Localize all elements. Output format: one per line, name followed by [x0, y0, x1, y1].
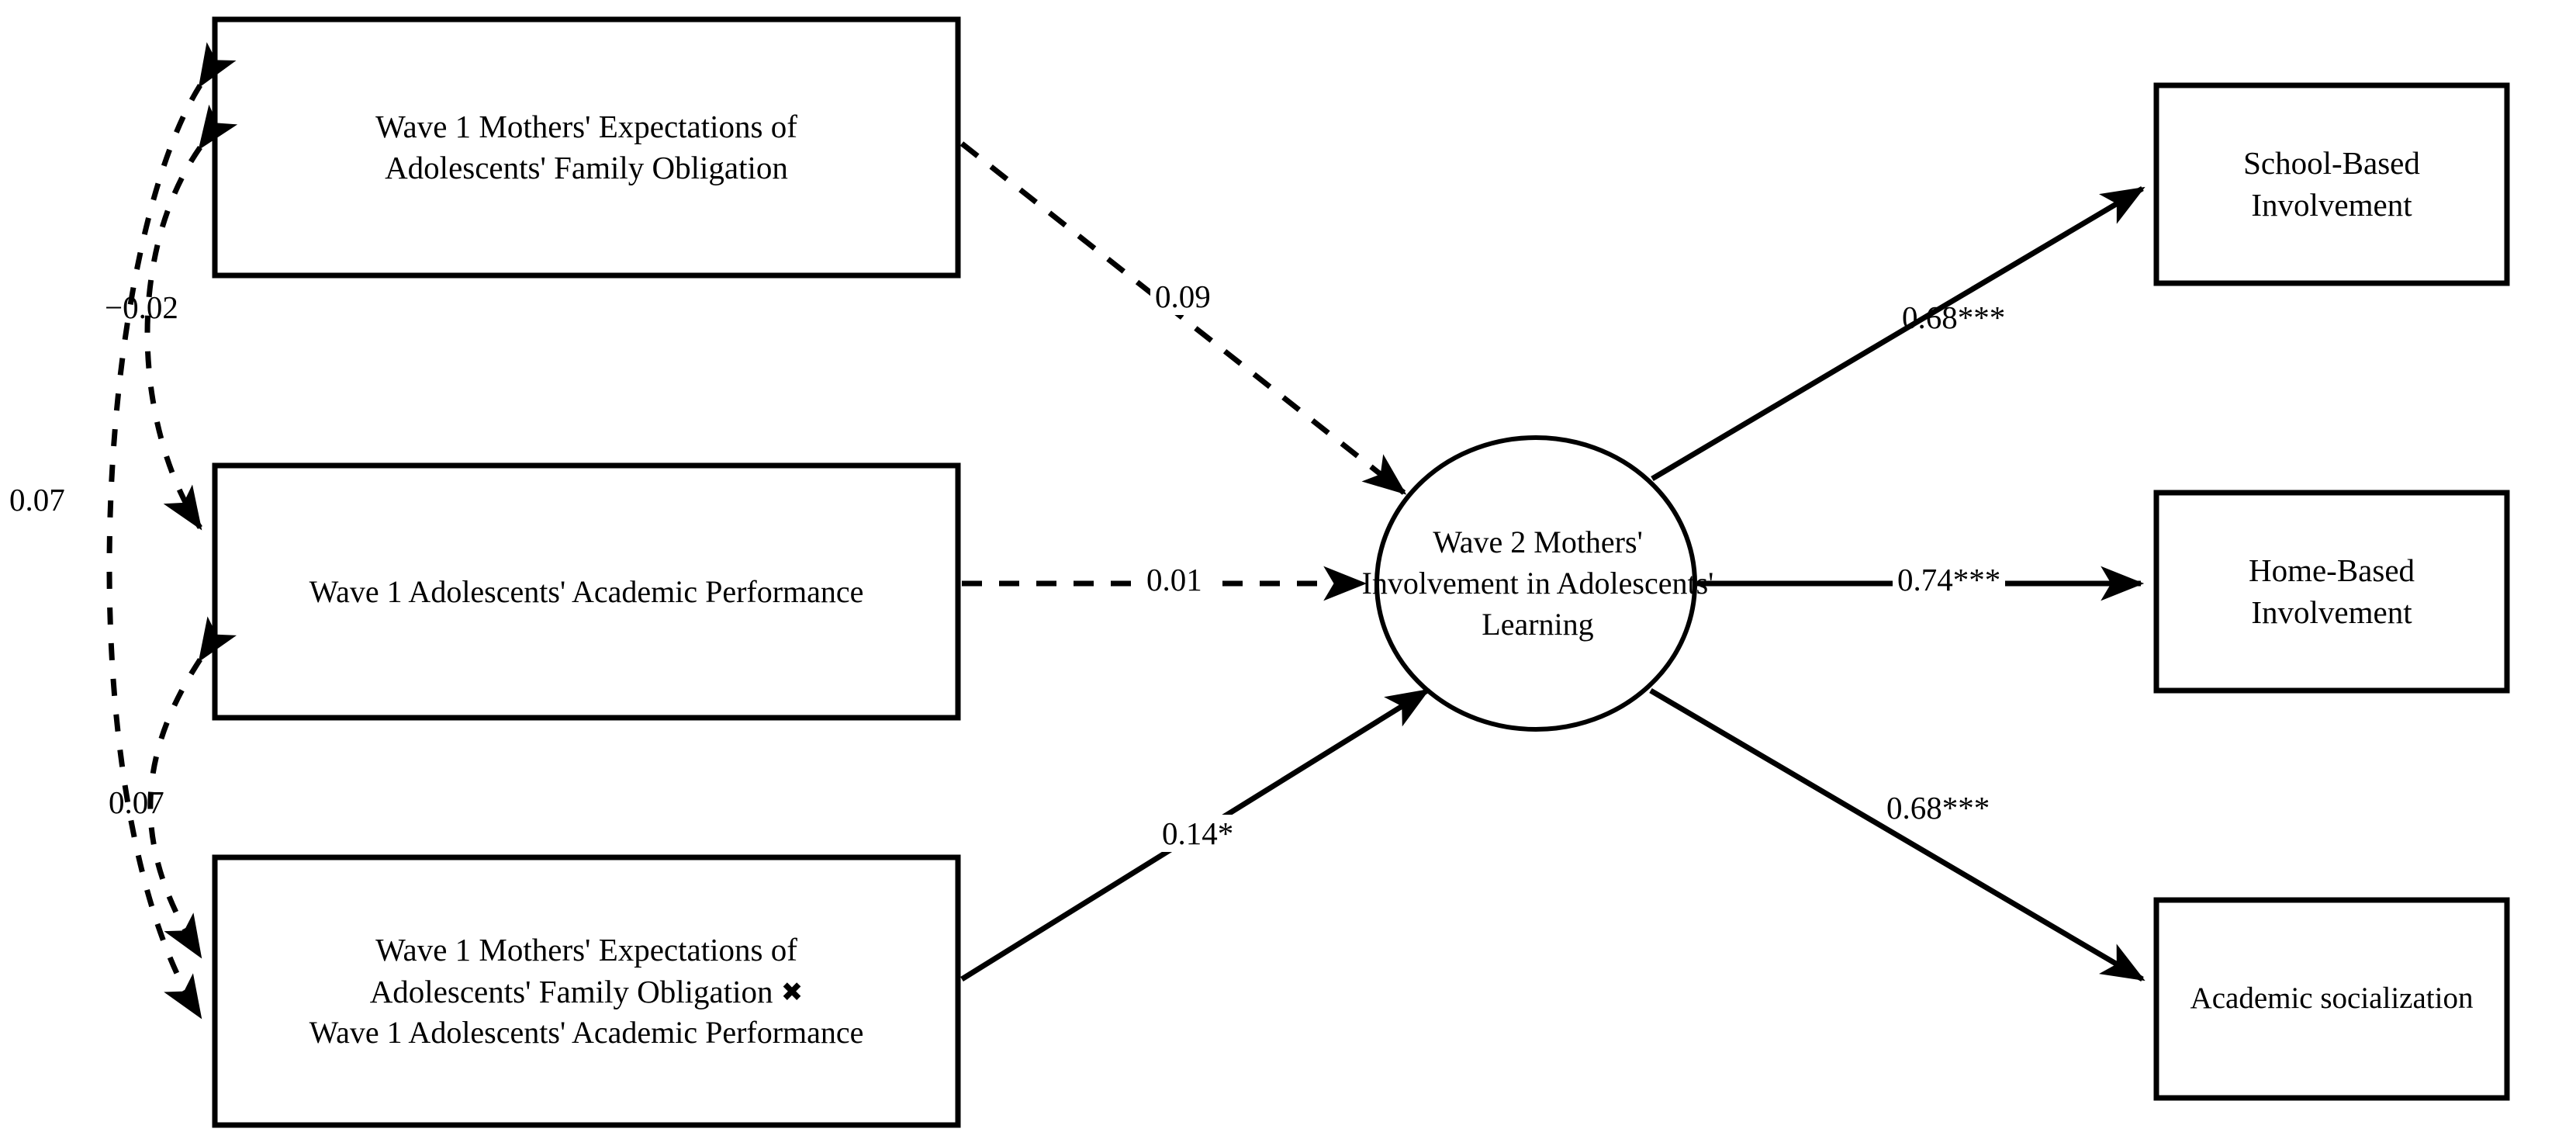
node-label-line: Involvement: [2251, 594, 2412, 630]
path-involvement-to-school: [1651, 185, 2146, 482]
node-label-line: Wave 2 Mothers': [1433, 525, 1643, 560]
node-label-line: Learning: [1482, 606, 1594, 642]
node-label-line: Involvement: [2251, 186, 2412, 223]
node-box-predictor-interaction[interactable]: [212, 854, 961, 1128]
coefficient-involvement-to-school: 0.68***: [1902, 299, 2006, 335]
node-label-line: School-Based: [2243, 145, 2420, 182]
node-label-line: Wave 1 Adolescents' Academic Performance: [309, 1014, 864, 1050]
node-box-predictor-expectations[interactable]: [212, 16, 961, 279]
coefficient-correlation-expectations-interaction: 0.07: [9, 482, 65, 518]
path-expectations-to-involvement: [960, 141, 1407, 495]
node-label-predictor-expectations: Wave 1 Mothers' Expectations of Adolesce…: [215, 19, 958, 275]
node-label-predictor-performance: Wave 1 Adolescents' Academic Performance: [215, 466, 958, 718]
node-label-outcome-home: Home-Based Involvement: [2156, 493, 2507, 691]
node-label-line: Wave 1 Mothers' Expectations of: [375, 108, 797, 144]
coefficient-involvement-to-academic-socialization: 0.68***: [1886, 790, 1990, 826]
coefficient-correlation-expectations-performance: −0.02: [105, 289, 178, 325]
node-label-latent-involvement: Wave 2 Mothers' Involvement in Adolescen…: [1350, 438, 1726, 729]
node-label-line: Wave 1 Adolescents' Academic Performance: [309, 573, 864, 609]
node-box-outcome-home[interactable]: [2153, 490, 2510, 694]
node-label-outcome-academic-socialization: Academic socialization: [2156, 900, 2507, 1098]
node-label-line: Academic socialization: [2190, 982, 2474, 1016]
node-box-predictor-performance[interactable]: [212, 462, 961, 721]
correlation-expectations-interaction: [106, 42, 237, 1020]
node-label-line: Home-Based: [2248, 552, 2415, 589]
coefficient-interaction-to-involvement: 0.14*: [1157, 815, 1239, 852]
correlation-performance-interaction: [147, 616, 237, 959]
node-label-line: Adolescents' Family Obligation: [369, 973, 773, 1009]
coefficient-involvement-to-home: 0.74***: [1893, 561, 2006, 598]
node-box-outcome-school[interactable]: [2153, 82, 2510, 286]
node-label-line: Involvement in Adolescents': [1361, 566, 1714, 601]
coefficient-expectations-to-involvement: 0.09: [1150, 278, 1215, 315]
node-label-outcome-school: School-Based Involvement: [2156, 85, 2507, 283]
node-box-outcome-academic-socialization[interactable]: [2153, 897, 2510, 1101]
node-label-predictor-interaction: Wave 1 Mothers' Expectations of Adolesce…: [215, 857, 958, 1125]
node-ellipse-latent-involvement[interactable]: [1374, 435, 1697, 732]
multiplication-icon: ✖: [780, 976, 804, 1008]
node-label-line: Wave 1 Mothers' Expectations of: [375, 932, 797, 968]
path-involvement-to-academic-socialization: [1649, 687, 2146, 982]
node-label-line: Adolescents' Family Obligation: [385, 150, 788, 185]
coefficient-performance-to-involvement: 0.01: [1142, 561, 1207, 598]
node-label-line-with-operator: Adolescents' Family Obligation ✖: [309, 971, 864, 1013]
correlation-expectations-performance: [144, 104, 238, 531]
coefficient-correlation-performance-interaction: 0.07: [109, 784, 164, 820]
